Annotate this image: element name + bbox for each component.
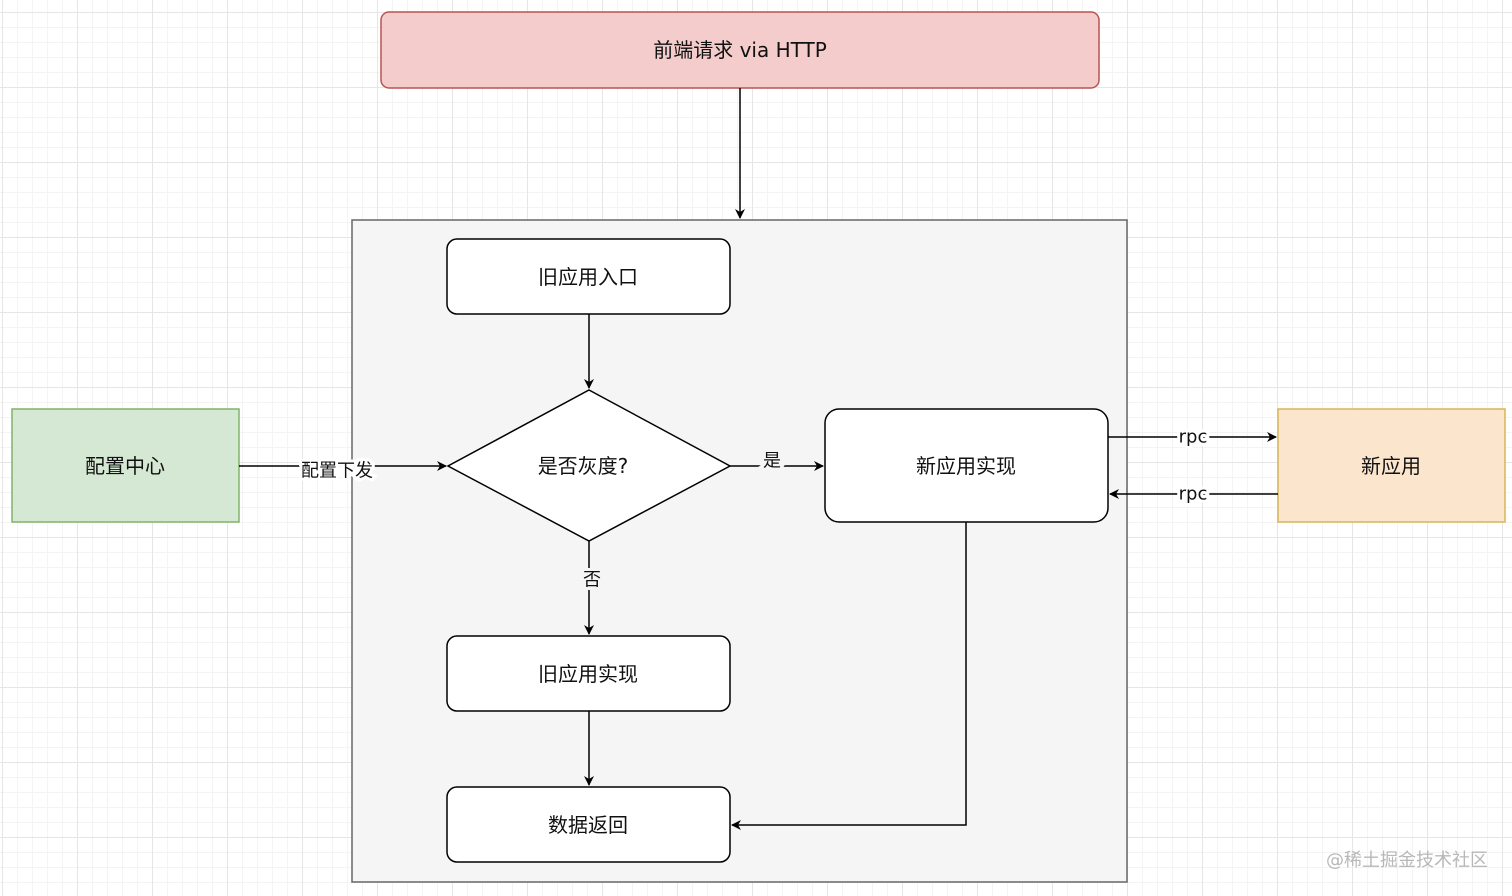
edge-config-push-label: 配置下发 <box>301 461 373 482</box>
new-app-node[interactable] <box>1277 408 1506 523</box>
old-app-impl-label: 旧应用实现 <box>538 662 638 686</box>
data-return-label: 数据返回 <box>548 813 628 837</box>
edge-rpc-in-label: rpc <box>1179 484 1208 505</box>
edge-yes-label: 是 <box>763 451 781 472</box>
config-center-node[interactable] <box>11 408 240 523</box>
config-center-label: 配置中心 <box>85 454 165 478</box>
frontend-request-label: 前端请求 via HTTP <box>653 38 827 62</box>
old-app-entry-label: 旧应用入口 <box>538 265 638 289</box>
system-container <box>351 219 1128 883</box>
edge-rpc-out-label: rpc <box>1179 427 1208 448</box>
data-return-node[interactable] <box>446 786 731 863</box>
edge-new-impl-to-return <box>731 522 967 830</box>
watermark: @稀土掘金技术社区 <box>1326 850 1488 871</box>
edge-no-label: 否 <box>583 570 601 591</box>
new-app-impl-label: 新应用实现 <box>916 454 1016 478</box>
new-app-label: 新应用 <box>1361 454 1421 478</box>
is-gray-decision-label: 是否灰度? <box>538 454 629 478</box>
